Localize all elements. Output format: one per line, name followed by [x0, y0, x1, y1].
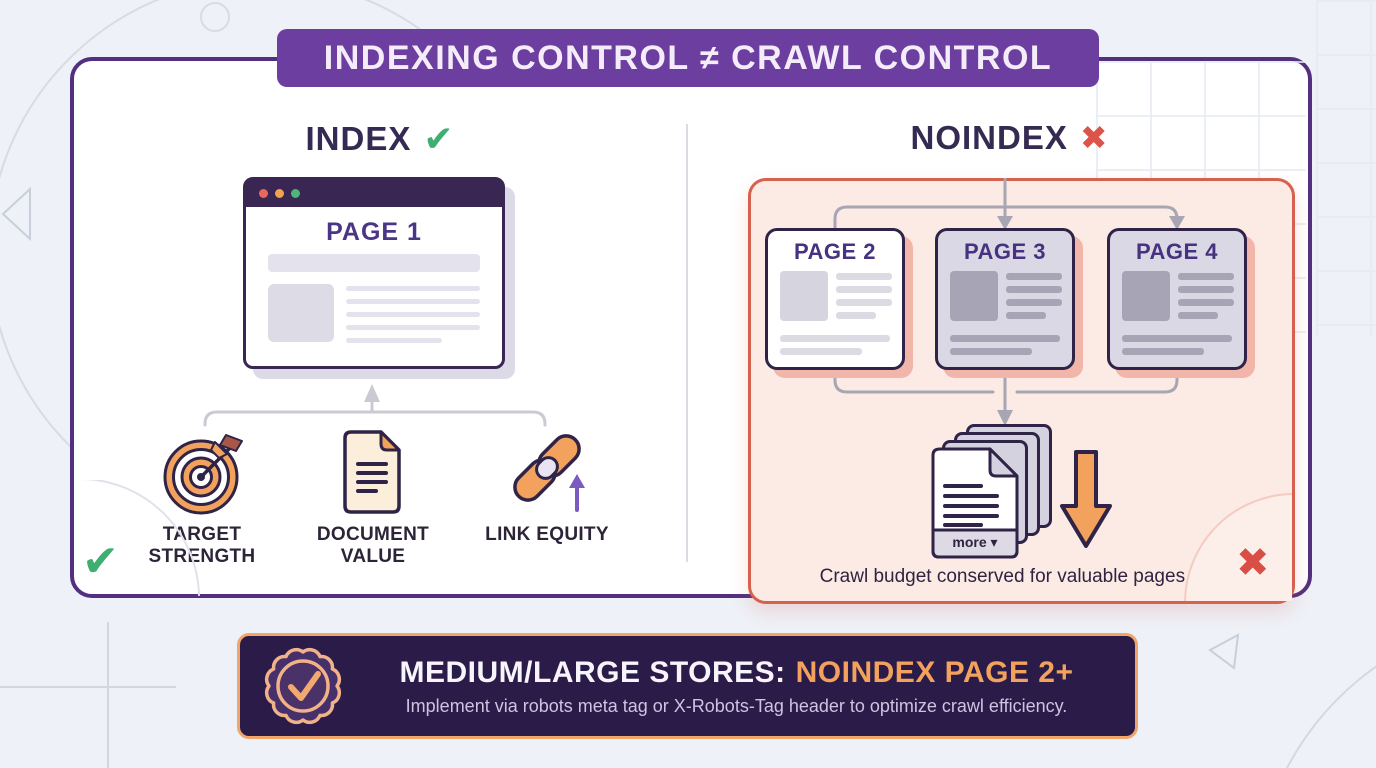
content-placeholder-line — [346, 325, 480, 330]
index-corner-arc — [74, 480, 224, 596]
crawl-budget-caption: Crawl budget conserved for valuable page… — [819, 566, 1191, 587]
decor-circle-large-bottomright — [1253, 613, 1376, 768]
down-arrow-icon — [1060, 450, 1112, 548]
window-dot-orange-icon — [275, 189, 284, 198]
stack-front-page-icon — [931, 447, 1019, 559]
check-icon: ✔ — [423, 118, 455, 159]
window-dot-green-icon — [291, 189, 300, 198]
browser-titlebar — [246, 180, 502, 207]
decor-triangle-bottomright — [1208, 633, 1240, 670]
browser-window: PAGE 1 — [243, 177, 505, 369]
footer-text: MEDIUM/LARGE STORES: NOINDEX PAGE 2+ Impl… — [362, 656, 1111, 717]
footer-banner: MEDIUM/LARGE STORES: NOINDEX PAGE 2+ Impl… — [237, 633, 1138, 739]
card-placeholder-image — [950, 271, 998, 321]
page4-card: PAGE 4 — [1107, 228, 1247, 370]
header-title: INDEXING CONTROL ≠ CRAWL CONTROL — [323, 38, 1053, 77]
page3-card: PAGE 3 — [935, 228, 1075, 370]
cross-icon: ✖ — [1079, 119, 1109, 156]
decor-plus-horizontal — [0, 686, 176, 688]
seal-check-icon — [264, 647, 342, 725]
window-dot-red-icon — [259, 189, 268, 198]
content-placeholder-line — [346, 299, 480, 304]
section-divider — [686, 124, 688, 562]
page4-label: PAGE 4 — [1135, 239, 1219, 264]
decor-plus-vertical — [107, 622, 109, 768]
footer-title-main: MEDIUM/LARGE STORES: — [399, 655, 786, 689]
index-heading-text: INDEX — [305, 120, 412, 157]
header-banner: INDEXING CONTROL ≠ CRAWL CONTROL — [277, 29, 1099, 87]
decor-grid-outer — [1316, 0, 1376, 336]
card-placeholder-image — [780, 271, 828, 321]
card-placeholder-image — [1122, 271, 1170, 321]
factor-document-value: DOCUMENT VALUE — [298, 426, 448, 568]
link-icon — [513, 434, 585, 512]
footer-title: MEDIUM/LARGE STORES: NOINDEX PAGE 2+ — [362, 656, 1111, 690]
decor-circle-small-top — [200, 2, 230, 32]
noindex-heading: NOINDEX ✖ — [862, 118, 1157, 157]
content-placeholder-bar — [268, 254, 480, 272]
page3-label: PAGE 3 — [963, 239, 1047, 264]
noindex-corner-cross-icon: ✖ — [1236, 541, 1270, 585]
document-icon — [343, 430, 401, 514]
decor-triangle-left — [1, 186, 31, 242]
index-heading: INDEX ✔ — [240, 118, 520, 160]
stack-more-label: more ▾ — [952, 534, 998, 550]
content-placeholder-line — [346, 286, 480, 291]
footer-subtitle: Implement via robots meta tag or X-Robot… — [405, 695, 1068, 716]
footer-title-highlight: NOINDEX PAGE 2+ — [795, 655, 1074, 689]
factor-link-equity: LINK EQUITY — [472, 426, 622, 546]
factor-label: LINK EQUITY — [485, 524, 609, 545]
page2-card: PAGE 2 — [765, 228, 905, 370]
content-placeholder-line — [346, 312, 480, 317]
noindex-heading-text: NOINDEX — [910, 118, 1068, 156]
target-icon — [163, 434, 243, 515]
factor-label: DOCUMENT VALUE — [316, 524, 430, 567]
content-placeholder-line — [346, 338, 442, 343]
page1-label: PAGE 1 — [326, 218, 422, 246]
document-stack: more ▾ — [930, 424, 1056, 564]
noindex-corner-arc — [1182, 491, 1292, 601]
content-placeholder-image — [268, 284, 334, 342]
index-corner-check-icon: ✔ — [82, 537, 119, 586]
page2-label: PAGE 2 — [793, 239, 877, 264]
